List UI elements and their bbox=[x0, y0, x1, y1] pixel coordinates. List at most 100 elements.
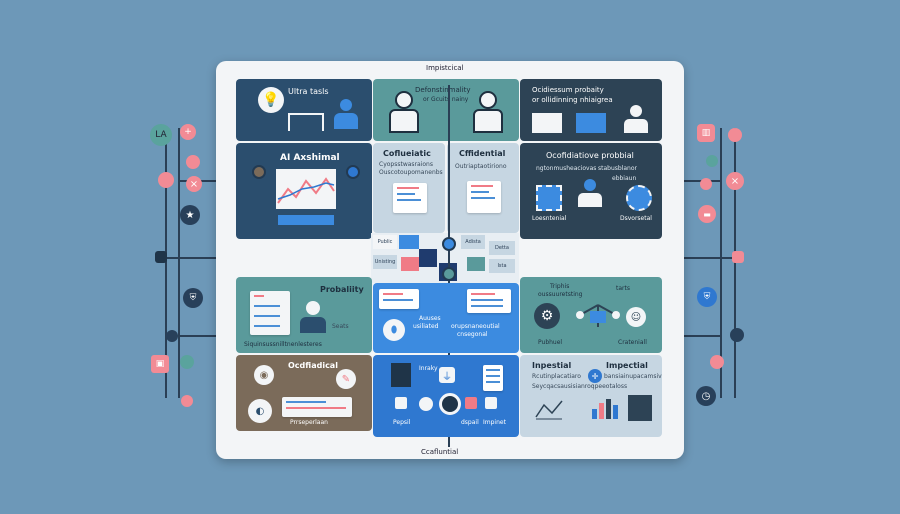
doc-card-5 bbox=[282, 397, 352, 417]
bar-strip-icon bbox=[278, 215, 334, 225]
mail-icon-1 bbox=[532, 113, 562, 133]
center-node-top bbox=[442, 237, 456, 251]
cell-detta: Detta bbox=[489, 241, 515, 255]
shield-icon-left: ⛨ bbox=[183, 288, 203, 308]
center-node-bottom bbox=[439, 393, 461, 415]
left-bracket bbox=[165, 128, 167, 398]
left-bracket-2 bbox=[178, 128, 180, 398]
tile-inpestial: Inpestial Impectial ✛ Rcutinplacatiaro b… bbox=[520, 355, 662, 437]
node-left-3 bbox=[166, 330, 178, 342]
cell-teal bbox=[467, 257, 485, 271]
node-left-1 bbox=[186, 155, 200, 169]
shield-icon-right: ⛨ bbox=[697, 287, 717, 307]
tile-probaliity-title: Probaliity bbox=[320, 285, 364, 294]
cell-navy-1 bbox=[419, 249, 437, 267]
dot-node-right bbox=[732, 251, 744, 263]
tile-coflueiatic-sub2: Ouscotoupomanenbs bbox=[379, 169, 443, 176]
tile-inraky-top: Inraky bbox=[419, 365, 438, 372]
tile-triphis: Triphis oussuuretsting tarts ⚙ ☺ Pubhuel… bbox=[520, 277, 662, 353]
clock-icon-right: ◷ bbox=[696, 386, 716, 406]
dot-node-left bbox=[155, 251, 167, 263]
tile-cffidential: Cffidential Outriaptaotiriono bbox=[447, 143, 519, 233]
doc-card-6 bbox=[483, 365, 503, 391]
tile-ultra-tasks-title: Ultra tasls bbox=[288, 87, 329, 96]
tile-triphis-cap1: Triphis bbox=[550, 283, 570, 290]
tile-ocofidiatiove-mid: ebbiaun bbox=[612, 175, 637, 182]
tile-auuses-cap2: usiliated bbox=[413, 323, 439, 330]
doc-icon-dark bbox=[391, 363, 411, 387]
right-hline-3 bbox=[680, 335, 722, 337]
tile-triphis-right: Crateniall bbox=[618, 339, 647, 346]
center-node-mid bbox=[442, 267, 456, 281]
tile-inpestial-sub3: Seycqacsausisianroqpeeotaloss bbox=[532, 383, 628, 390]
button-node-3 bbox=[465, 397, 477, 409]
tile-triphis-cap3: tarts bbox=[616, 285, 630, 292]
person-icon-1 bbox=[389, 91, 419, 133]
tile-inraky-br: dspail bbox=[461, 419, 479, 426]
table-icon bbox=[628, 395, 652, 421]
node-right-1 bbox=[728, 128, 742, 142]
tile-inpestial-sub1: Rcutinplacatiaro bbox=[532, 373, 581, 380]
doc-card-2 bbox=[467, 181, 501, 213]
gear-icon: ⚙ bbox=[534, 303, 560, 329]
tile-defonstinmality-sub: or Gcuits nainy bbox=[423, 96, 469, 103]
tile-ocofidiatiove-title: Ocofidiatiove probbial bbox=[546, 151, 634, 160]
tile-cffidential-title: Cffidential bbox=[459, 149, 506, 158]
doc-card-4 bbox=[467, 289, 511, 313]
tile-ai-axshimal-title: AI Axshimal bbox=[280, 153, 340, 163]
person-desk-icon bbox=[576, 179, 604, 211]
tile-ocidiessum: Ocidiessum probaity or ollidinning nhiai… bbox=[520, 79, 662, 141]
tile-inpestial-sub2: bansiainupacamsivanets bbox=[604, 373, 662, 380]
right-bracket bbox=[720, 128, 722, 398]
close-icon-right: × bbox=[726, 172, 744, 190]
tile-ocofidiatiove-right: Dsvorsetal bbox=[620, 215, 652, 222]
doc-card-3 bbox=[379, 289, 419, 309]
doc-card-1 bbox=[393, 183, 427, 213]
briefcase-icon-right: ▬ bbox=[698, 205, 716, 223]
pencil-icon: ✎ bbox=[336, 369, 356, 389]
tile-ocdfiadical-caption: Prrseperlaan bbox=[290, 419, 328, 426]
tile-ocofidiatiove-sub2: stabusblanor bbox=[598, 165, 637, 172]
tile-triphis-left: Pubhuel bbox=[538, 339, 563, 346]
tile-inpestial-left-title: Inpestial bbox=[532, 361, 572, 370]
tile-probaliity-footer: Siquinsussnilltnenlesteres bbox=[244, 341, 322, 348]
chip-icon-right bbox=[626, 185, 652, 211]
person-icon-3 bbox=[624, 105, 650, 135]
network-icon bbox=[576, 297, 620, 333]
badge-la-text: LA bbox=[155, 130, 167, 140]
tile-defonstinmality: Defonstinmality or Gcuits nainy bbox=[373, 79, 519, 141]
person-badge-icon: ☺ bbox=[626, 307, 646, 327]
disc-icon-1: ◉ bbox=[254, 365, 274, 385]
form-card bbox=[250, 291, 290, 335]
board-bottom-label: Ccafluntial bbox=[421, 448, 459, 456]
tile-ocofidiatiove: Ocofidiatiove probbial ngtonmusheaciovas… bbox=[520, 143, 662, 239]
node-left-5 bbox=[181, 395, 193, 407]
tile-ultra-tasks: 💡 Ultra tasls bbox=[236, 79, 372, 141]
diagram-board: Impistcical Ccafluntial 💡 Ultra tasls De… bbox=[216, 61, 684, 459]
button-node-1 bbox=[395, 397, 407, 409]
tile-ai-axshimal: AI Axshimal bbox=[236, 143, 372, 239]
tile-ocdfiadical-title: Ocdfiadical bbox=[288, 361, 338, 370]
tile-inpestial-right-title: Impectial bbox=[606, 361, 648, 370]
button-node-2 bbox=[419, 397, 433, 411]
tile-cffidential-sub: Outriaptaotiriono bbox=[455, 163, 507, 170]
cell-pink bbox=[401, 257, 419, 271]
plus-icon-left: + bbox=[180, 124, 196, 140]
cell-unisting: Unisting bbox=[373, 255, 397, 269]
close-icon-left: × bbox=[186, 176, 202, 192]
trash-icon-right: ▥ bbox=[697, 124, 715, 142]
tile-inraky-bl: Pepsil bbox=[393, 419, 411, 426]
person-laptop-icon bbox=[332, 99, 360, 129]
badge-la-icon: LA bbox=[150, 124, 172, 146]
left-hline-2 bbox=[178, 180, 228, 182]
node-left-4 bbox=[180, 355, 194, 369]
compass-icon: ✛ bbox=[588, 369, 602, 383]
node-right-4 bbox=[730, 328, 744, 342]
tile-probaliity: Probaliity Seats Siquinsussnilltnenleste… bbox=[236, 277, 372, 353]
tile-ocdfiadical: Ocdfiadical ◉ ✎ ◐ Prrseperlaan bbox=[236, 355, 372, 431]
tile-coflueiatic-title: Coflueiatic bbox=[383, 149, 431, 158]
node-right-3 bbox=[700, 178, 712, 190]
tile-coflueiatic: Coflueiatic Cyopsstwasraions Ouscotoupom… bbox=[373, 143, 445, 233]
pill-icon: ⬮ bbox=[383, 319, 405, 341]
cell-public: Public bbox=[373, 235, 397, 249]
